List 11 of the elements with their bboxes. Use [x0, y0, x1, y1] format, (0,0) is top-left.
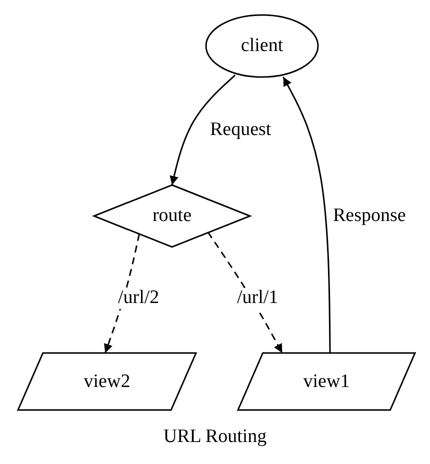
arrow — [282, 76, 331, 353]
edge-label: Response — [333, 206, 406, 227]
caption: URL Routing — [163, 426, 267, 448]
edge-label: /url/1 — [237, 288, 278, 309]
arrow — [170, 74, 236, 186]
node-label: route — [152, 205, 192, 227]
node-label: client — [240, 35, 284, 57]
edge-label: /url/2 — [118, 288, 160, 309]
node-label: view2 — [84, 370, 130, 392]
node-label: view1 — [303, 370, 350, 392]
edge-label: Request — [210, 120, 272, 141]
